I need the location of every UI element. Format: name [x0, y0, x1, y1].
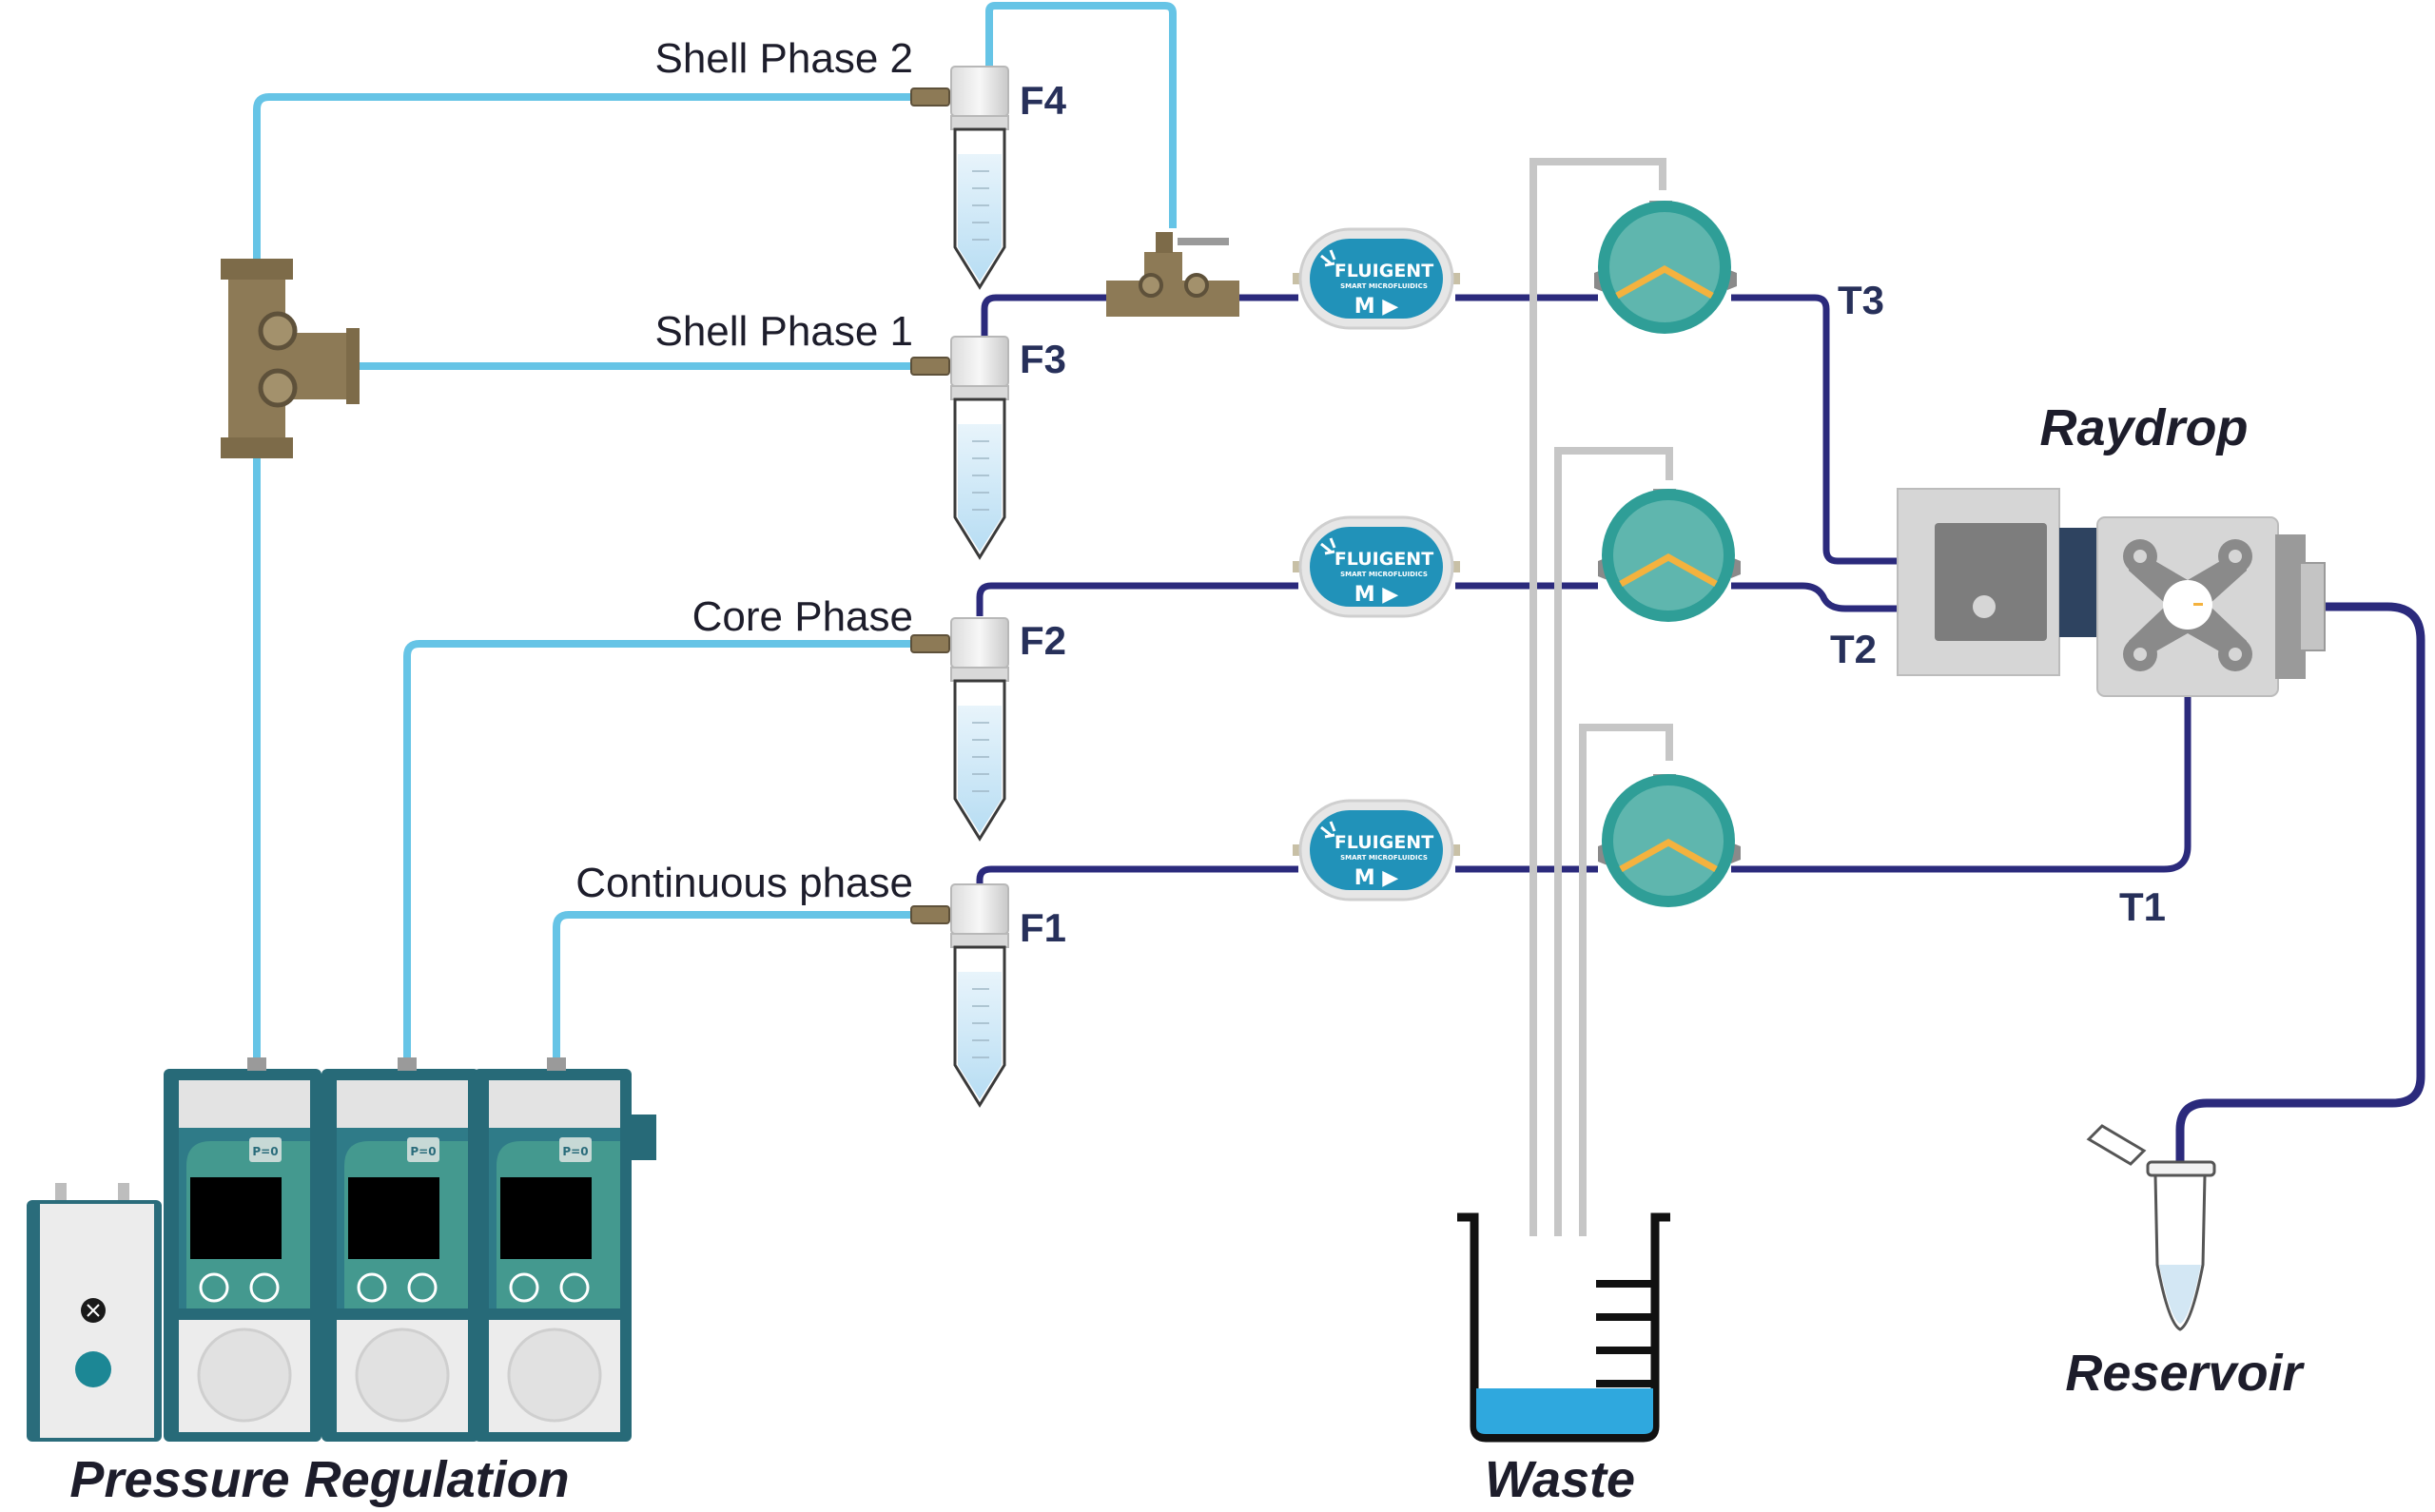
brass-junction — [1106, 232, 1239, 317]
switch-valve-middle — [1598, 489, 1741, 622]
waste-lines — [1529, 158, 1673, 1236]
svg-text:SMART MICROFLUIDICS: SMART MICROFLUIDICS — [1340, 571, 1428, 578]
liquid-lines — [976, 294, 2425, 1168]
pressure-lines — [253, 2, 1177, 1065]
raydrop-label: Raydrop — [2039, 399, 2248, 456]
phase-label-shell-1: Shell Phase 1 — [654, 308, 913, 355]
brass-tee-manifold — [221, 259, 360, 458]
switch-valve-top — [1594, 201, 1737, 334]
flow-sensor-middle: FLUIGENT SMART MICROFLUIDICS M ▶ — [1291, 515, 1462, 618]
raydrop-device — [1897, 488, 2326, 697]
controller-display-2: P=0 — [410, 1145, 436, 1158]
controller-display-3: P=0 — [562, 1145, 588, 1158]
falcon-tube-f2 — [910, 616, 1010, 841]
svg-text:FLUIGENT: FLUIGENT — [1334, 832, 1433, 853]
svg-text:FLUIGENT: FLUIGENT — [1334, 549, 1433, 570]
phase-label-continuous: Continuous phase — [575, 860, 913, 906]
reservoir-tag-f3: F3 — [1020, 337, 1066, 381]
reservoir-tag-f1: F1 — [1020, 905, 1066, 950]
collection-tube — [2086, 1124, 2216, 1331]
svg-text:M ▶: M ▶ — [1354, 295, 1399, 319]
reservoir-tag-f4: F4 — [1020, 78, 1067, 123]
outlet-tag-t2: T2 — [1830, 627, 1877, 671]
svg-text:M ▶: M ▶ — [1354, 583, 1399, 607]
outlet-tag-t3: T3 — [1838, 278, 1884, 322]
pressure-controller-stack — [27, 1057, 656, 1442]
falcon-tube-f4 — [910, 65, 1010, 289]
flow-sensor-bottom: FLUIGENT SMART MICROFLUIDICS M ▶ — [1291, 799, 1462, 901]
outlet-tag-t1: T1 — [2119, 884, 2166, 929]
phase-label-shell-2: Shell Phase 2 — [654, 35, 913, 82]
svg-text:FLUIGENT: FLUIGENT — [1334, 261, 1433, 281]
waste-beaker — [1457, 1212, 1670, 1443]
switch-valve-bottom — [1598, 774, 1741, 907]
phase-label-core: Core Phase — [692, 593, 913, 640]
pressure-regulation-label: Pressure Regulation — [69, 1451, 569, 1508]
waste-label: Waste — [1485, 1451, 1635, 1508]
controller-display-1: P=0 — [252, 1145, 278, 1158]
falcon-tube-f1 — [910, 882, 1010, 1107]
svg-text:SMART MICROFLUIDICS: SMART MICROFLUIDICS — [1340, 282, 1428, 290]
reservoir-label: Reservoir — [2065, 1345, 2305, 1402]
falcon-tube-f3 — [910, 335, 1010, 559]
reservoir-tag-f2: F2 — [1020, 618, 1066, 663]
svg-text:M ▶: M ▶ — [1354, 866, 1399, 890]
svg-text:SMART MICROFLUIDICS: SMART MICROFLUIDICS — [1340, 854, 1428, 862]
flow-sensor-top: FLUIGENT SMART MICROFLUIDICS M ▶ — [1291, 227, 1462, 330]
